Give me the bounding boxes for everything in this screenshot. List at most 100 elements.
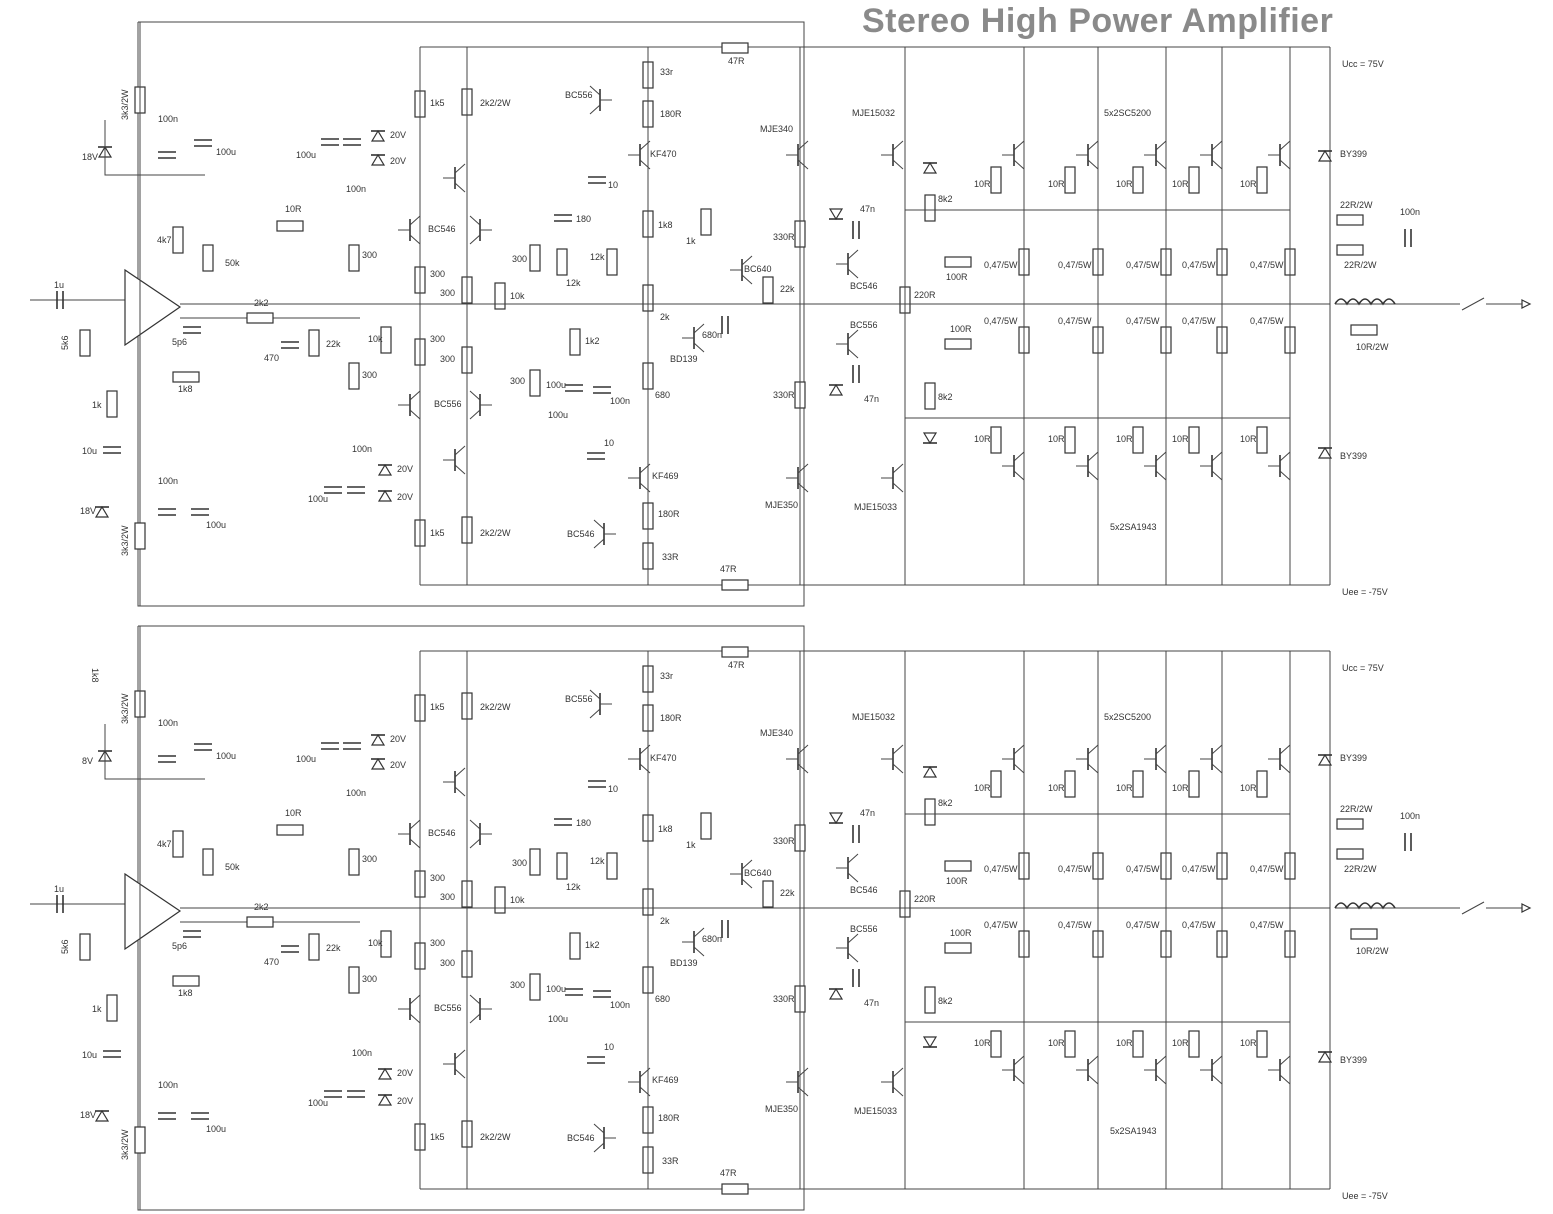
label-r-1k-m: 1k bbox=[686, 840, 696, 850]
label-r-047: 0,47/5W bbox=[1182, 920, 1216, 930]
resistor bbox=[172, 226, 184, 254]
label-r-300-l2: 300 bbox=[362, 974, 377, 984]
label-q-bc640: BC640 bbox=[744, 868, 772, 878]
label-c-180: 180 bbox=[576, 818, 591, 828]
capacitor bbox=[191, 1112, 209, 1120]
transistor bbox=[398, 994, 421, 1024]
capacitor bbox=[1404, 229, 1412, 247]
resistor bbox=[1132, 1030, 1144, 1058]
label-q-bc556: BC556 bbox=[434, 1003, 462, 1013]
label-r-1k8-m: 1k8 bbox=[658, 220, 673, 230]
label-uee: Uee = -75V bbox=[1342, 1191, 1388, 1201]
resistor bbox=[529, 973, 541, 1001]
transistor bbox=[443, 767, 466, 797]
diode bbox=[922, 432, 938, 445]
label-z-18v-a: 8V bbox=[82, 756, 93, 766]
capacitor bbox=[852, 825, 860, 843]
label-c-100u-m2: 100u bbox=[548, 1014, 568, 1024]
label-c-47n-2: 47n bbox=[864, 394, 879, 404]
label-r-047: 0,47/5W bbox=[984, 920, 1018, 930]
label-q-bd139: BD139 bbox=[670, 354, 698, 364]
label-r-33r-b: 33R bbox=[662, 552, 679, 562]
label-r-300-l2: 300 bbox=[362, 370, 377, 380]
transistor bbox=[682, 323, 705, 353]
resistor bbox=[106, 994, 118, 1022]
capacitor bbox=[721, 316, 729, 334]
label-r-300-3: 300 bbox=[430, 334, 445, 344]
label-r-10r: 10R bbox=[1116, 434, 1133, 444]
label-q-bc546-d: BC546 bbox=[850, 885, 878, 895]
transistor bbox=[786, 140, 809, 170]
label-r-1k5-b: 1k5 bbox=[430, 528, 445, 538]
resistor bbox=[721, 42, 749, 54]
capacitor bbox=[56, 291, 64, 309]
diode bbox=[828, 987, 844, 1000]
capacitor bbox=[158, 151, 176, 159]
resistor bbox=[529, 848, 541, 876]
label-z-18v-b: 18V bbox=[80, 1110, 96, 1120]
resistor bbox=[380, 326, 392, 354]
label-d-by399-1: BY399 bbox=[1340, 753, 1367, 763]
label-r-12k-b: 12k bbox=[590, 252, 605, 262]
label-r-2k2w-t: 2k2/2W bbox=[480, 702, 511, 712]
label-c-100u-a: 100u bbox=[216, 751, 236, 761]
resistor bbox=[1336, 848, 1364, 860]
resistor bbox=[606, 852, 618, 880]
label-c-100u-a: 100u bbox=[216, 147, 236, 157]
label-r-300-l1: 300 bbox=[362, 250, 377, 260]
capacitor bbox=[852, 365, 860, 383]
resistor bbox=[944, 860, 972, 872]
label-r-3k3-a: 3k3/2W bbox=[120, 89, 130, 120]
transistor bbox=[398, 390, 421, 420]
resistor bbox=[944, 256, 972, 268]
label-c-100n-z2: 100n bbox=[352, 444, 372, 454]
label-r-10r: 10R bbox=[1172, 434, 1189, 444]
label-r-8k2-1: 8k2 bbox=[938, 798, 953, 808]
label-r-300-2: 300 bbox=[440, 892, 455, 902]
capacitor bbox=[593, 386, 611, 394]
label-r-300-4: 300 bbox=[440, 958, 455, 968]
label-r-330r-2: 330R bbox=[773, 390, 795, 400]
label-q-bc546-b: BC546 bbox=[567, 529, 595, 539]
label-r-300-3: 300 bbox=[430, 938, 445, 948]
label-c-180: 180 bbox=[576, 214, 591, 224]
label-r-10r: 10R bbox=[1048, 783, 1065, 793]
resistor bbox=[1350, 324, 1378, 336]
capacitor bbox=[194, 139, 212, 147]
label-r-1k8: 1k8 bbox=[178, 384, 193, 394]
resistor bbox=[990, 426, 1002, 454]
resistor bbox=[1064, 166, 1076, 194]
resistor bbox=[990, 166, 1002, 194]
diode bbox=[377, 1093, 393, 1106]
resistor bbox=[348, 244, 360, 272]
capacitor bbox=[281, 341, 299, 349]
capacitor bbox=[103, 446, 121, 454]
transistor bbox=[1076, 451, 1099, 481]
resistor bbox=[924, 798, 936, 826]
label-c-100n-m: 100n bbox=[610, 396, 630, 406]
label-z-20v-3: 20V bbox=[397, 1068, 413, 1078]
diode bbox=[370, 757, 386, 770]
resistor bbox=[1256, 426, 1268, 454]
label-r-047: 0,47/5W bbox=[1058, 864, 1092, 874]
transistor bbox=[786, 463, 809, 493]
label-r-10r: 10R bbox=[1172, 783, 1189, 793]
label-r-047: 0,47/5W bbox=[1182, 260, 1216, 270]
label-r-10k-m: 10k bbox=[510, 895, 525, 905]
diode bbox=[922, 765, 938, 778]
label-c-100u-m: 100u bbox=[546, 380, 566, 390]
label-r-22k: 22k bbox=[326, 943, 341, 953]
label-r-47r-b: 47R bbox=[720, 564, 737, 574]
label-c-100u-m2: 100u bbox=[548, 410, 568, 420]
resistor bbox=[79, 933, 91, 961]
label-r-220r: 220R bbox=[914, 290, 936, 300]
label-r-047: 0,47/5W bbox=[984, 316, 1018, 326]
label-pot-50k: 50k bbox=[225, 862, 240, 872]
resistor bbox=[348, 966, 360, 994]
label-r-12k-b: 12k bbox=[590, 856, 605, 866]
label-z-20v-4: 20V bbox=[397, 492, 413, 502]
label-q-bc556-t: BC556 bbox=[565, 90, 593, 100]
diode bbox=[377, 489, 393, 502]
label-r-10r: 10R bbox=[974, 179, 991, 189]
op-amp bbox=[124, 268, 182, 347]
